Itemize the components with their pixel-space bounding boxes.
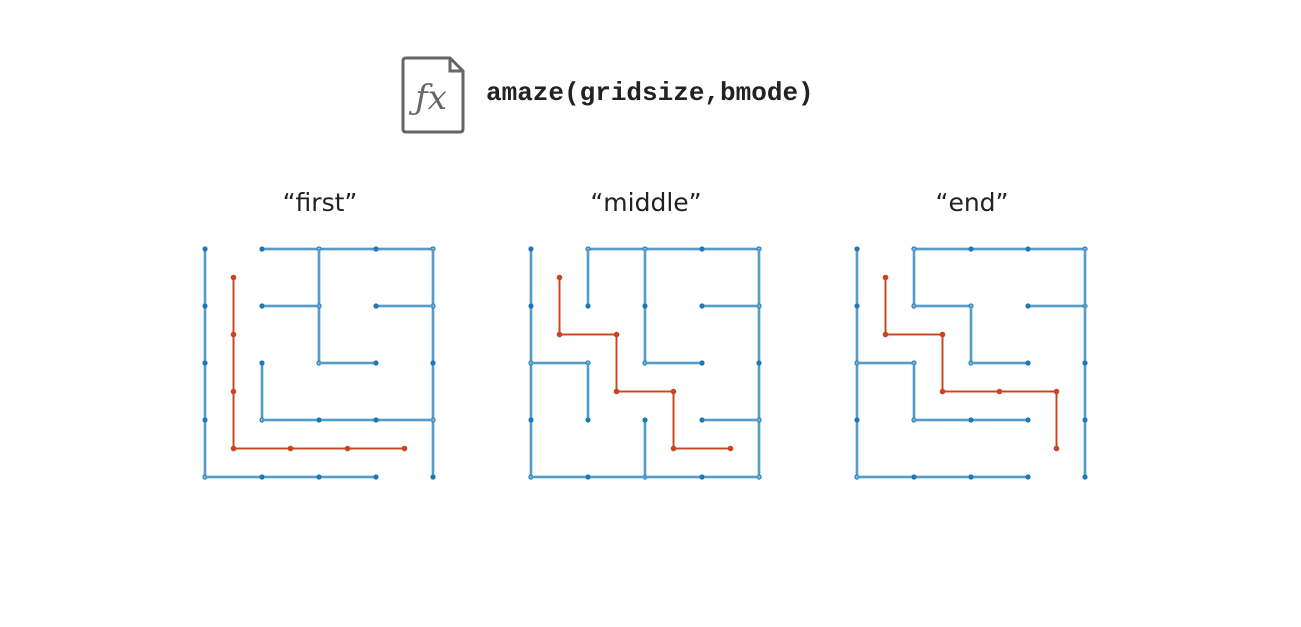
path-node-0-2 [230,388,237,395]
path-node-2-6 [1053,445,1060,452]
path-node-1-3 [613,388,620,395]
panel-title-middle: “middle” [590,188,702,217]
maze-node-2-2-0 [968,246,974,252]
maze-node-2-4-3 [1082,417,1088,423]
maze-node-0-0-3 [202,417,208,423]
maze-node-2-1-4 [911,474,917,480]
path-node-0-0 [230,274,237,281]
maze-node-2-3-2 [1025,360,1031,366]
maze-node-2-4-2 [1082,360,1088,366]
function-fx-icon: ƒx [401,56,465,134]
maze-node-0-1-1 [259,303,265,309]
maze-node-0-4-2 [430,360,436,366]
path-node-2-0 [882,274,889,281]
path-node-1-4 [670,388,677,395]
path-node-2-5 [1053,388,1060,395]
maze-node-2-2-3 [968,417,974,423]
maze-node-0-1-2 [259,360,265,366]
maze-node-2-0-1 [854,303,860,309]
path-node-2-4 [996,388,1003,395]
fx-icon-frame [401,56,465,134]
maze-node-0-1-4 [259,474,265,480]
maze-node-1-1-1 [585,303,591,309]
path-node-1-1 [556,331,563,338]
maze-node-1-3-3 [699,417,705,423]
maze-node-0-1-0 [259,246,265,252]
maze-node-1-3-4 [699,474,705,480]
maze-node-2-3-0 [1025,246,1031,252]
maze-node-2-2-4 [968,474,974,480]
maze-node-1-1-3 [585,417,591,423]
maze-node-0-4-4 [430,474,436,480]
maze-node-1-1-4 [585,474,591,480]
maze-node-1-0-0 [528,246,534,252]
path-node-2-1 [882,331,889,338]
path-node-0-1 [230,331,237,338]
maze-node-1-2-3 [642,417,648,423]
maze-node-2-3-1 [1025,303,1031,309]
path-node-1-6 [727,445,734,452]
path-node-0-4 [287,445,294,452]
maze-node-1-3-2 [699,360,705,366]
maze-node-0-3-0 [373,246,379,252]
path-node-1-5 [670,445,677,452]
maze-node-1-3-0 [699,246,705,252]
fx-icon-fold [448,58,463,73]
maze-node-2-0-3 [854,417,860,423]
fx-icon-glyph: ƒx [408,78,447,118]
path-node-0-5 [344,445,351,452]
maze-node-2-3-4 [1025,474,1031,480]
maze-node-0-3-2 [373,360,379,366]
maze-node-1-3-1 [699,303,705,309]
maze-node-0-0-1 [202,303,208,309]
path-node-0-3 [230,445,237,452]
panel-title-end: “end” [935,188,1009,217]
maze-node-1-0-1 [528,303,534,309]
maze-node-1-2-1 [642,303,648,309]
maze-node-0-2-3 [316,417,322,423]
function-signature: amaze(gridsize,bmode) [486,78,814,108]
maze-node-0-0-2 [202,360,208,366]
path-node-1-0 [556,274,563,281]
maze-node-2-3-3 [1025,417,1031,423]
maze-node-0-3-1 [373,303,379,309]
path-node-0-6 [401,445,408,452]
maze-node-1-4-2 [756,360,762,366]
path-node-2-3 [939,388,946,395]
maze-node-0-3-3 [373,417,379,423]
maze-node-0-0-0 [202,246,208,252]
maze-node-2-0-0 [854,246,860,252]
panel-title-first: “first” [282,188,358,217]
path-node-1-2 [613,331,620,338]
maze-node-2-4-4 [1082,474,1088,480]
maze-node-1-0-3 [528,417,534,423]
maze-node-0-2-4 [316,474,322,480]
maze-node-0-3-4 [373,474,379,480]
path-node-2-2 [939,331,946,338]
